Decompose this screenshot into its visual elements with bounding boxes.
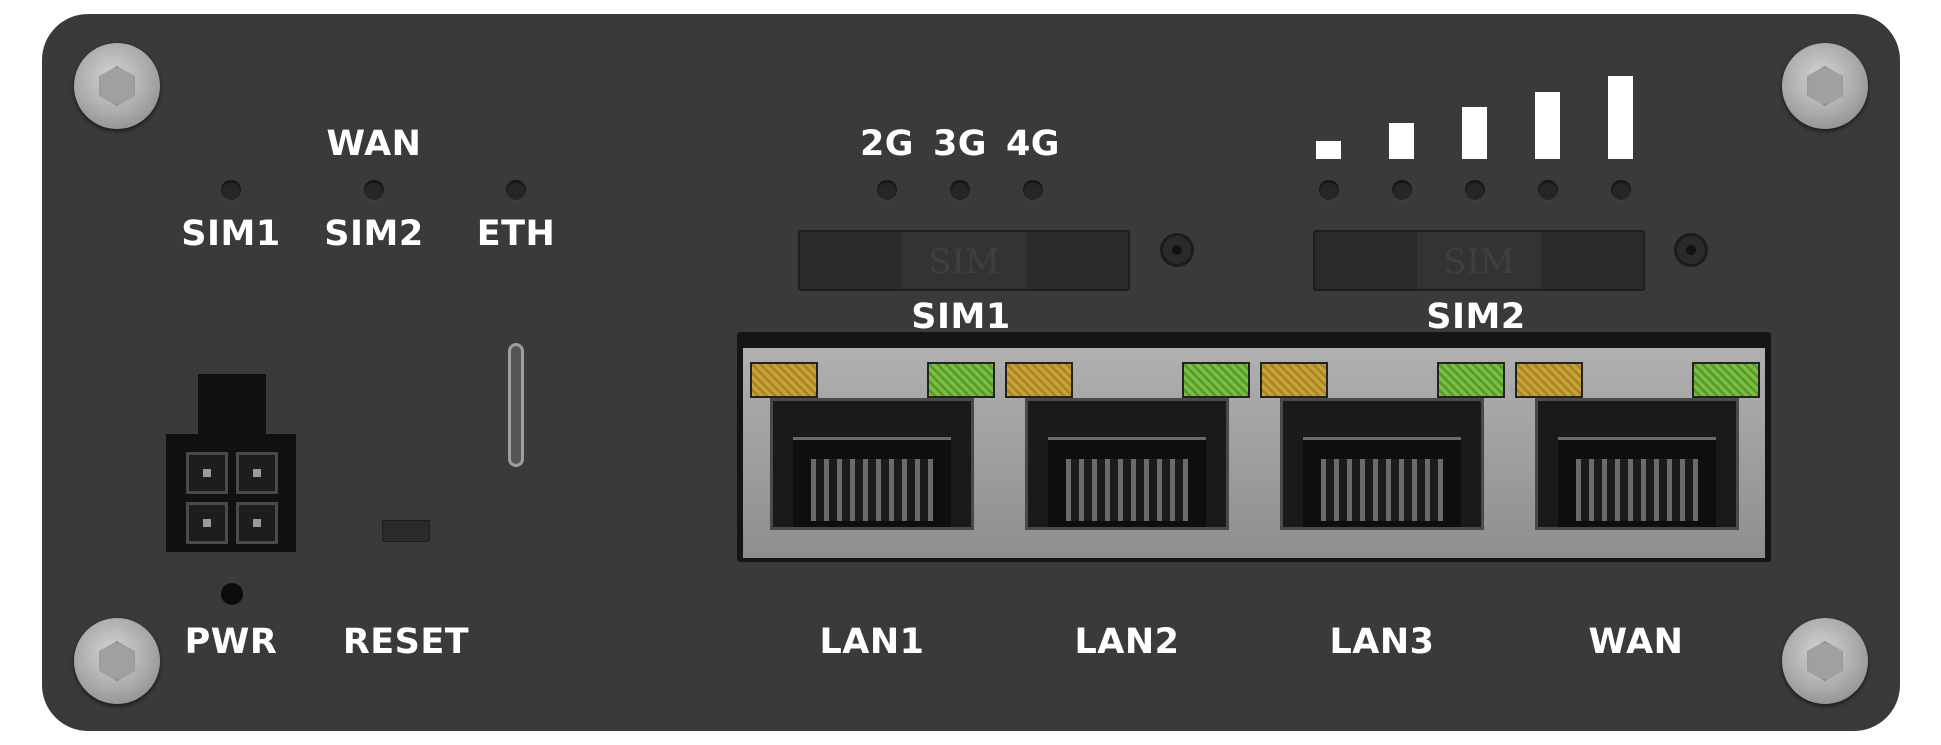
led-2g [877,180,897,200]
screw-bottom-right-icon [1782,618,1868,704]
led-4g [1023,180,1043,200]
sim2-slot-print: SIM [1443,242,1515,282]
led-label-3g: 3G [932,124,988,164]
wan-port[interactable] [1535,398,1739,530]
screw-bottom-left-icon [74,618,160,704]
power-pin-icon [186,502,228,544]
led-label-sim1: SIM1 [181,214,281,254]
wan-label: WAN [1588,622,1684,662]
lan2-label: LAN2 [1074,622,1180,662]
side-slot-icon [508,343,524,467]
lan3-port[interactable] [1280,398,1484,530]
screw-top-right-icon [1782,43,1868,129]
power-led-hole [221,583,243,605]
screw-top-left-icon [74,43,160,129]
led-sim1 [221,180,241,200]
sim1-slot-tray [902,232,1026,289]
lan2-green-led [1182,362,1250,398]
reset-button[interactable] [382,520,430,542]
power-pin-icon [236,452,278,494]
lan1-label: LAN1 [819,622,925,662]
power-connector-latch [198,374,266,438]
pwr-label: PWR [184,622,278,662]
led-signal-2 [1392,180,1412,200]
led-label-wan: WAN [326,124,422,164]
lan3-green-led [1437,362,1505,398]
led-label-sim2: SIM2 [324,214,424,254]
signal-bar-4-icon [1535,92,1560,159]
lan2-yellow-led [1005,362,1073,398]
led-signal-5 [1611,180,1631,200]
lan1-port[interactable] [770,398,974,530]
led-signal-3 [1465,180,1485,200]
led-label-eth: ETH [476,214,556,254]
led-label-4g: 4G [1005,124,1061,164]
reset-label: RESET [342,622,470,662]
lan2-port-pins [1066,459,1188,521]
sim2-slot-tray [1417,232,1541,289]
signal-bar-2-icon [1389,123,1414,159]
wan-green-led [1692,362,1760,398]
wan-port-pins [1576,459,1698,521]
sim2-slot[interactable]: SIM [1313,230,1645,291]
led-eth [506,180,526,200]
signal-bar-5-icon [1608,76,1633,159]
sim2-slot-label: SIM2 [1426,297,1526,337]
led-sim2 [364,180,384,200]
sim1-slot-print: SIM [928,242,1000,282]
lan1-port-pins [811,459,933,521]
led-3g [950,180,970,200]
signal-bar-3-icon [1462,107,1487,159]
power-pin-icon [236,502,278,544]
lan3-port-pins [1321,459,1443,521]
lan3-yellow-led [1260,362,1328,398]
lan2-port[interactable] [1025,398,1229,530]
led-label-2g: 2G [859,124,915,164]
signal-bar-1-icon [1316,141,1341,159]
led-signal-4 [1538,180,1558,200]
lan1-yellow-led [750,362,818,398]
led-signal-1 [1319,180,1339,200]
power-pin-icon [186,452,228,494]
sim1-slot-label: SIM1 [911,297,1011,337]
lan1-green-led [927,362,995,398]
sim2-eject-hole[interactable] [1674,233,1708,267]
wan-yellow-led [1515,362,1583,398]
sim1-eject-hole[interactable] [1160,233,1194,267]
lan3-label: LAN3 [1329,622,1435,662]
sim1-slot[interactable]: SIM [798,230,1130,291]
